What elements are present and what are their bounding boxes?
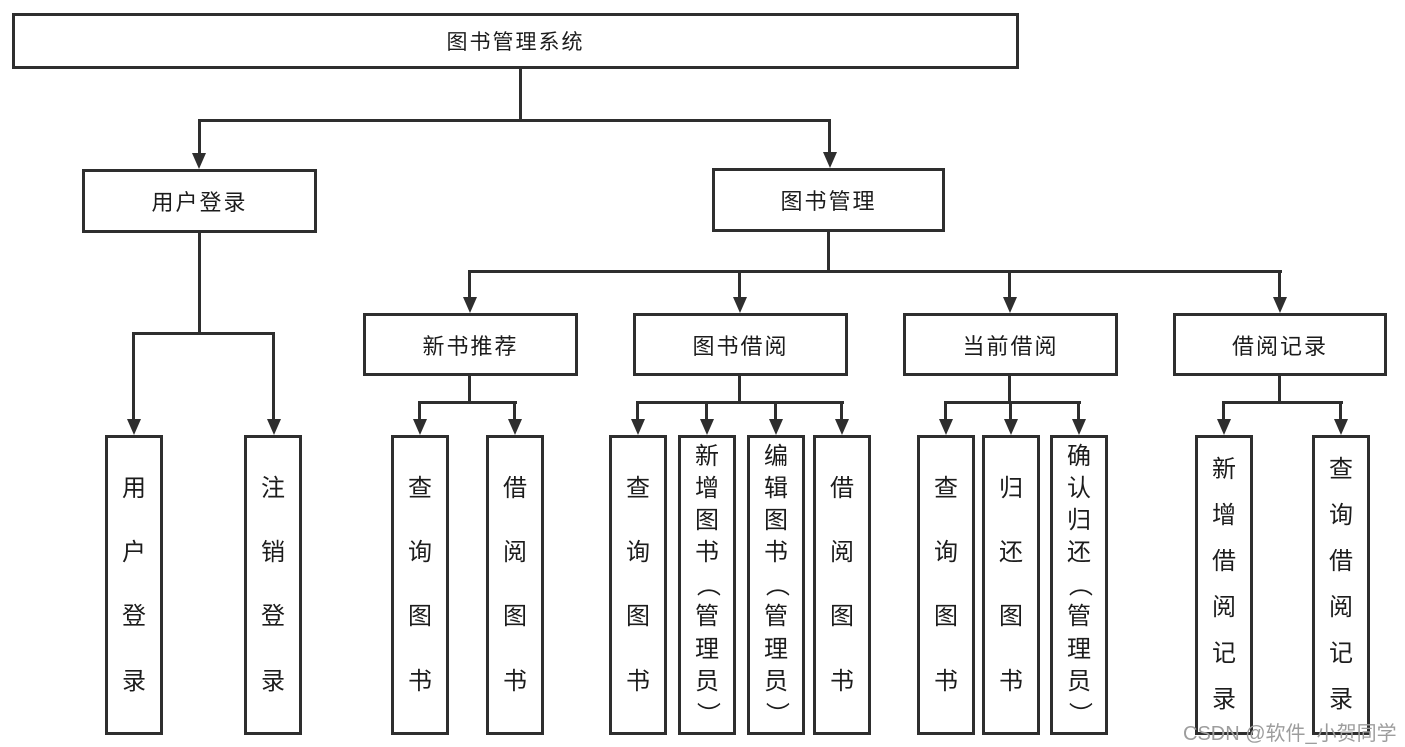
connector-arrowhead (1334, 419, 1348, 435)
leaf-add-borrow-record-label: 新增借阅记录 (1212, 456, 1236, 714)
node-library-system: 图书管理系统 (12, 13, 1019, 69)
node-book-borrow: 图书借阅 (633, 313, 848, 376)
connector-line (1278, 376, 1281, 404)
leaf-edit-book-admin: 编辑图书（管理员） (747, 435, 805, 735)
leaf-user-login-label: 用户登录 (122, 474, 146, 695)
node-new-book-recommend-label: 新书推荐 (422, 333, 519, 359)
leaf-logout: 注销登录 (244, 435, 302, 735)
connector-line (636, 401, 639, 422)
connector-line (418, 401, 517, 404)
connector-arrowhead (769, 419, 783, 435)
connector-line (944, 401, 947, 422)
leaf-borrow-books: 借阅图书 (813, 435, 871, 735)
node-user-login-label: 用户登录 (151, 190, 248, 215)
leaf-return-book-label: 归还图书 (999, 474, 1023, 695)
leaf-add-book-admin: 新增图书（管理员） (678, 435, 736, 735)
leaf-query-books-current-label: 查询图书 (934, 474, 958, 695)
leaf-add-borrow-record: 新增借阅记录 (1195, 435, 1253, 735)
leaf-borrow-books-recommend-label: 借阅图书 (503, 474, 527, 695)
connector-line (1008, 376, 1011, 404)
connector-line (1278, 270, 1281, 300)
connector-line (636, 401, 844, 404)
connector-line (1222, 401, 1225, 422)
leaf-query-borrow-record: 查询借阅记录 (1312, 435, 1370, 735)
leaf-confirm-return-admin: 确认归还（管理员） (1050, 435, 1108, 735)
leaf-query-borrow-record-label: 查询借阅记录 (1329, 456, 1353, 714)
connector-line (418, 401, 421, 422)
leaf-query-books-recommend: 查询图书 (391, 435, 449, 735)
connector-line (738, 376, 741, 404)
connector-line (132, 332, 135, 422)
leaf-query-books-borrow: 查询图书 (609, 435, 667, 735)
node-current-borrow-label: 当前借阅 (962, 333, 1059, 359)
connector-line (1009, 401, 1012, 422)
leaf-borrow-books-label: 借阅图书 (830, 474, 854, 695)
connector-line (198, 233, 201, 335)
connector-line (468, 270, 1282, 273)
connector-arrowhead (700, 419, 714, 435)
leaf-logout-label: 注销登录 (261, 474, 285, 695)
connector-arrowhead (127, 419, 141, 435)
node-new-book-recommend: 新书推荐 (363, 313, 578, 376)
leaf-edit-book-admin-label: 编辑图书（管理员） (762, 442, 790, 726)
node-borrow-records: 借阅记录 (1173, 313, 1387, 376)
connector-line (774, 401, 777, 422)
leaf-query-books-current: 查询图书 (917, 435, 975, 735)
leaf-user-login: 用户登录 (105, 435, 163, 735)
node-book-management: 图书管理 (712, 168, 945, 232)
connector-line (132, 332, 275, 335)
connector-arrowhead (413, 419, 427, 435)
leaf-query-books-borrow-label: 查询图书 (626, 474, 650, 695)
node-user-login: 用户登录 (82, 169, 317, 233)
connector-line (198, 119, 201, 156)
connector-line (1339, 401, 1342, 422)
connector-arrowhead (939, 419, 953, 435)
connector-arrowhead (1004, 419, 1018, 435)
leaf-add-book-admin-label: 新增图书（管理员） (693, 442, 721, 726)
connector-line (519, 69, 522, 121)
node-book-borrow-label: 图书借阅 (692, 333, 789, 359)
leaf-return-book: 归还图书 (982, 435, 1040, 735)
leaf-confirm-return-admin-label: 确认归还（管理员） (1065, 442, 1093, 726)
connector-arrowhead (733, 297, 747, 313)
connector-arrowhead (1003, 297, 1017, 313)
leaf-query-books-recommend-label: 查询图书 (408, 474, 432, 695)
connector-line (840, 401, 843, 422)
connector-line (944, 401, 1081, 404)
watermark: CSDN @软件_小贺同学 (1183, 723, 1397, 745)
connector-line (738, 270, 741, 300)
node-borrow-records-label: 借阅记录 (1231, 333, 1328, 359)
connector-arrowhead (1072, 419, 1086, 435)
connector-arrowhead (1273, 297, 1287, 313)
connector-arrowhead (631, 419, 645, 435)
connector-line (1222, 401, 1343, 404)
leaf-borrow-books-recommend: 借阅图书 (486, 435, 544, 735)
connector-arrowhead (508, 419, 522, 435)
connector-arrowhead (267, 419, 281, 435)
connector-line (827, 232, 830, 273)
connector-line (468, 270, 471, 300)
connector-line (1008, 270, 1011, 300)
connector-arrowhead (823, 152, 837, 168)
connector-line (828, 119, 831, 155)
node-book-management-label: 图书管理 (780, 189, 877, 214)
connector-arrowhead (1217, 419, 1231, 435)
node-current-borrow: 当前借阅 (903, 313, 1118, 376)
node-library-system-label: 图书管理系统 (446, 31, 585, 54)
connector-line (272, 332, 275, 422)
connector-arrowhead (463, 297, 477, 313)
connector-arrowhead (192, 153, 206, 169)
connector-line (468, 376, 471, 404)
connector-arrowhead (835, 419, 849, 435)
connector-line (198, 119, 831, 122)
connector-line (513, 401, 516, 422)
connector-line (705, 401, 708, 422)
connector-line (1077, 401, 1080, 422)
